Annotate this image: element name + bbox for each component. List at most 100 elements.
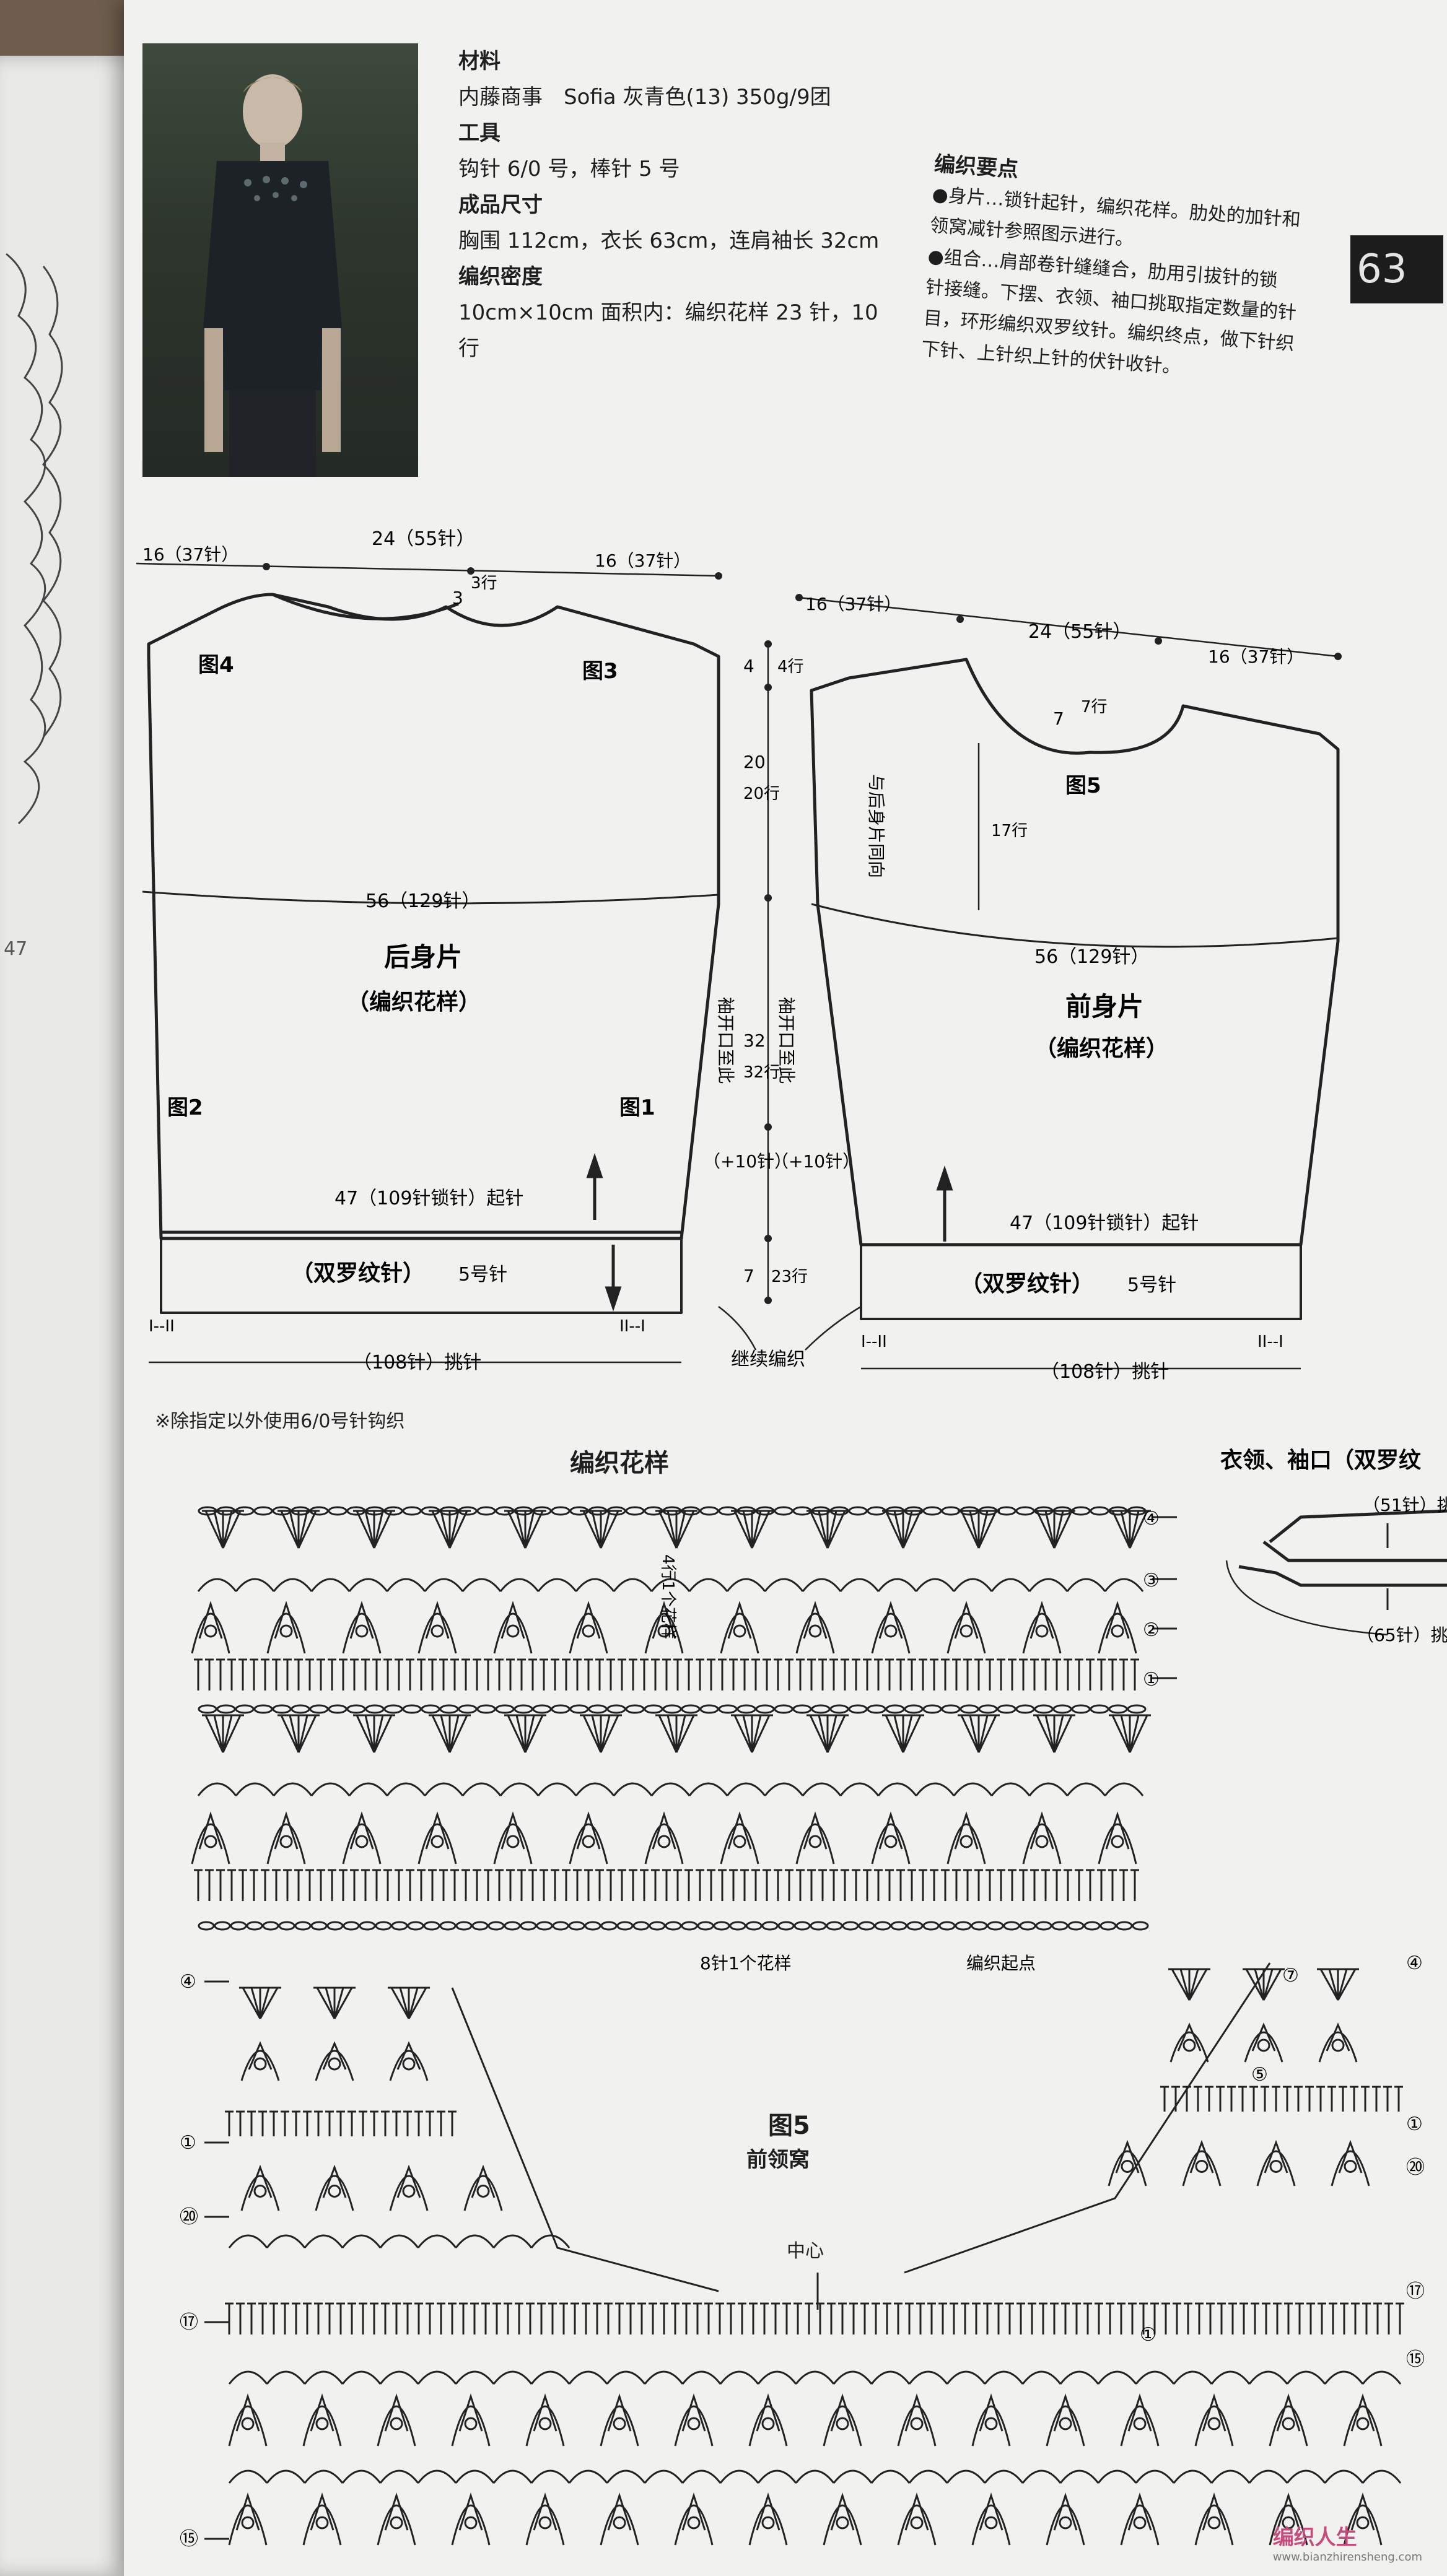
chain-arc: [341, 2370, 382, 2385]
picot: [657, 1624, 671, 1638]
mid-7: 7: [743, 1266, 754, 1286]
shell-peak: [1202, 2393, 1226, 2432]
picot: [431, 1624, 444, 1638]
inc-left-label: （+10针）: [703, 1151, 792, 1172]
chain-arc: [795, 2370, 835, 2385]
shell-arc: [463, 2175, 503, 2211]
shell-arc: [823, 2504, 862, 2546]
shell-peak: [1105, 1811, 1130, 1850]
fan-stitch: [204, 1715, 224, 1753]
chain-arc: [915, 1578, 955, 1592]
chain-arc: [1066, 1578, 1106, 1592]
collar-title: 衣领、袖口（双罗纹: [1220, 1448, 1422, 1473]
chain-stitch: [755, 1506, 775, 1516]
picot: [687, 2516, 701, 2530]
chain-stitch: [906, 1921, 924, 1931]
chain-stitch: [439, 1704, 459, 1714]
chain-stitch: [848, 1704, 868, 1714]
shell-arc: [971, 2504, 1011, 2546]
shell-arc: [377, 2504, 416, 2546]
picot: [984, 2417, 998, 2430]
page-number: 63: [1350, 235, 1443, 303]
chain-stitch: [569, 1704, 589, 1714]
materials-block: 材料 内藤商事 Sofia 灰青色(13) 350g/9团 工具 钩针 6/0 …: [458, 43, 1016, 367]
shell-peak: [384, 2492, 409, 2531]
fan-stitch: [600, 1715, 619, 1753]
chain-arc: [417, 2469, 457, 2484]
chain-stitch: [253, 1704, 273, 1714]
fan-stitch: [524, 1510, 535, 1549]
chain-stitch: [681, 1704, 701, 1714]
shell-peak: [349, 1601, 374, 1639]
chain-stitch: [310, 1921, 328, 1931]
chain-stitch: [745, 1921, 763, 1931]
fan-stitch: [1111, 1510, 1131, 1549]
shell-arc: [897, 2504, 937, 2546]
chain-arc: [688, 1782, 728, 1796]
picot: [1356, 2516, 1370, 2530]
chain-stitch: [383, 1506, 403, 1516]
back-rib-mark-right: II--I: [619, 1317, 645, 1336]
chain-arc: [650, 1782, 691, 1796]
chain-stitch: [697, 1921, 714, 1931]
fan-stitch: [969, 1510, 980, 1549]
shell-peak: [681, 2492, 706, 2531]
shell-peak: [727, 1601, 752, 1639]
neck-slope-left: [451, 1987, 719, 2292]
chain-stitch: [662, 1704, 682, 1714]
shell-arc: [1046, 2504, 1085, 2546]
shell-arc: [389, 2175, 429, 2211]
chain-arc: [492, 2234, 533, 2248]
fan-stitch: [742, 1715, 753, 1753]
picot: [1257, 2039, 1270, 2052]
chain-arc: [499, 1578, 540, 1592]
front-top-dimension: [798, 596, 1339, 658]
fan-stitch: [507, 1510, 527, 1549]
chain-stitch: [439, 1506, 459, 1516]
neck-chart-center: 中心: [787, 2240, 824, 2262]
chain-arc: [1173, 2469, 1213, 2484]
chain-arc: [839, 1578, 880, 1592]
shell-peak: [1189, 2139, 1214, 2174]
chain-stitch: [600, 1921, 618, 1931]
chain-arc: [1097, 2370, 1137, 2385]
fan-stitch: [524, 1715, 535, 1753]
fan-stitch: [325, 1987, 336, 2019]
front-top-mid-label: 24（55针）: [1028, 621, 1131, 643]
shell-peak: [384, 2393, 409, 2432]
back-top-dimension: [136, 562, 719, 577]
chain-arc: [990, 1578, 1031, 1592]
shell-peak: [652, 1601, 676, 1639]
back-chest-label: 56（129针）: [365, 890, 480, 912]
shell-arc: [1098, 1612, 1137, 1654]
shell-peak: [576, 1601, 601, 1639]
shell-arc: [315, 2175, 354, 2211]
back-fig3-label: 图3: [582, 659, 618, 684]
shell-arc: [1108, 2150, 1147, 2187]
shell-peak: [756, 2492, 780, 2531]
picot: [1133, 2417, 1147, 2430]
front-rib-mark-left: I--II: [861, 1333, 887, 1351]
chain-stitch: [246, 1921, 263, 1931]
shell-peak: [954, 1601, 979, 1639]
front-subtitle: （编织花样）: [1034, 1036, 1168, 1061]
chain-arc: [1135, 2370, 1175, 2385]
shell-arc: [342, 1612, 382, 1654]
mid-23-rows: 23行: [771, 1268, 808, 1286]
chain-stitch: [536, 1921, 553, 1931]
shell-peak: [198, 1811, 223, 1850]
chain-stitch: [699, 1704, 719, 1714]
chain-stitch: [1127, 1704, 1147, 1714]
shell-peak: [878, 1601, 903, 1639]
fan-stitch: [250, 1987, 261, 2019]
shell-arc: [1331, 2150, 1370, 2187]
chain-arc: [379, 2370, 419, 2385]
chain-arc: [273, 1782, 313, 1796]
fan-stitch: [297, 1715, 317, 1753]
chain-stitch: [309, 1506, 329, 1516]
chain-stitch: [476, 1704, 496, 1714]
shell-peak: [322, 2164, 347, 2198]
neck-row-left: ④: [180, 1971, 196, 1993]
chain-stitch: [1090, 1506, 1109, 1516]
pattern-chart-title: 编织花样: [570, 1449, 669, 1477]
